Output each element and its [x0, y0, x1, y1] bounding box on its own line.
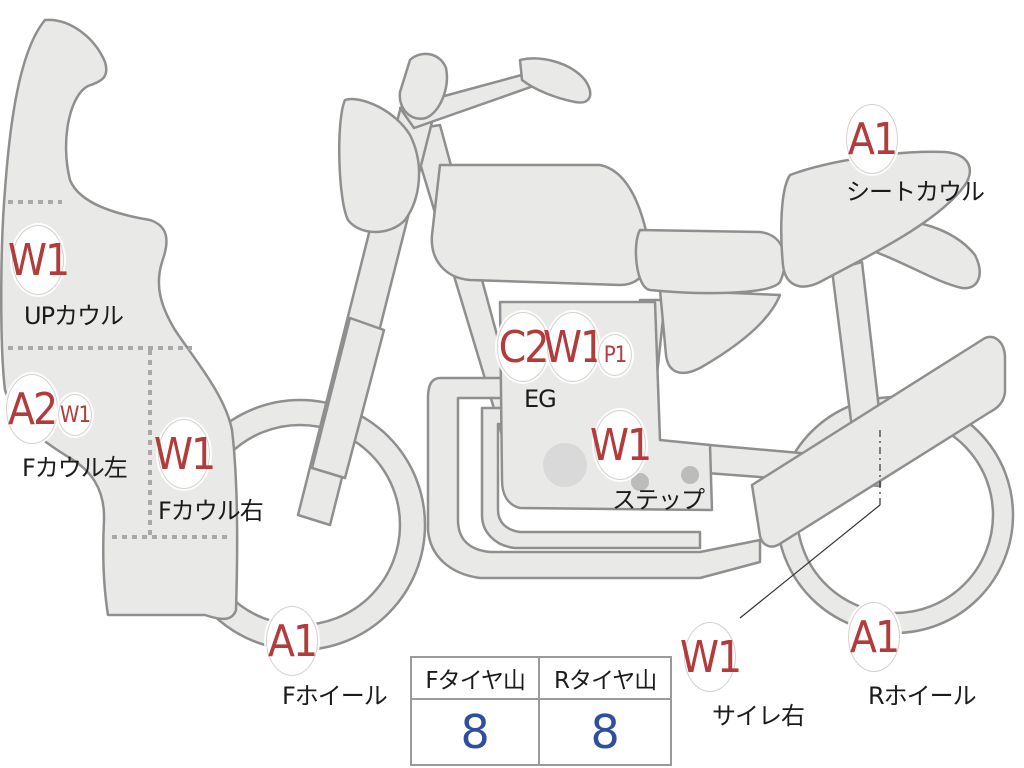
f-cowl-left-label: Fカウル左 [22, 454, 128, 482]
engine-p-badge: P1 [598, 334, 632, 376]
r-wheel-badge: A1 [848, 602, 900, 672]
seat-shape [634, 228, 787, 295]
step-label: ステップ [612, 486, 705, 514]
up-cowl-badge: W1 [8, 225, 70, 295]
step-peg-right-shape [681, 466, 699, 484]
handle-grip-shape [518, 57, 592, 104]
front-tire-value: 8 [409, 698, 541, 766]
silencer-shape [750, 335, 1007, 548]
exhaust-pipe-shape [426, 376, 762, 580]
f-cowl-right-label: Fカウル右 [158, 497, 264, 525]
f-cowl-left-a-badge: A2 [6, 374, 58, 444]
seat-cowl-badge: A1 [846, 104, 898, 174]
f-cowl-left-w-badge: W1 [58, 394, 92, 436]
silencer-right-badge: W1 [680, 622, 742, 692]
tire-table-value-row: 8 8 [409, 698, 672, 766]
engine-c-badge: C2 [497, 312, 549, 382]
headlight-shape [338, 97, 421, 234]
step-peg-left-shape [631, 473, 649, 491]
seat-cowl-label: シートカウル [846, 178, 985, 206]
rear-tire-header: Rタイヤ山 [538, 656, 672, 700]
fork-boot-shape [310, 316, 386, 480]
tire-tread-table: Fタイヤ山 Rタイヤ山 8 8 [409, 656, 672, 766]
seat-cowl-shape [780, 150, 971, 288]
tire-table-header-row: Fタイヤ山 Rタイヤ山 [409, 656, 672, 700]
mirror-shape [398, 52, 449, 120]
f-wheel-badge: A1 [266, 606, 318, 676]
silencer-leader [739, 504, 881, 619]
engine-w-badge: W1 [543, 312, 605, 382]
step-badge: W1 [590, 410, 652, 480]
engine-label: EG [524, 385, 557, 413]
f-cowl-right-badge: W1 [154, 419, 216, 489]
f-wheel-label: Fホイール [282, 682, 388, 710]
side-cover-shape [658, 288, 782, 375]
rear-tire-value: 8 [538, 698, 672, 766]
silencer-right-label: サイレ右 [712, 702, 805, 730]
r-wheel-label: Rホイール [868, 682, 977, 710]
fuel-tank-shape [430, 163, 651, 287]
front-tire-header: Fタイヤ山 [409, 656, 541, 700]
engine-cover-shape [543, 443, 587, 487]
up-cowl-label: UPカウル [24, 302, 124, 330]
